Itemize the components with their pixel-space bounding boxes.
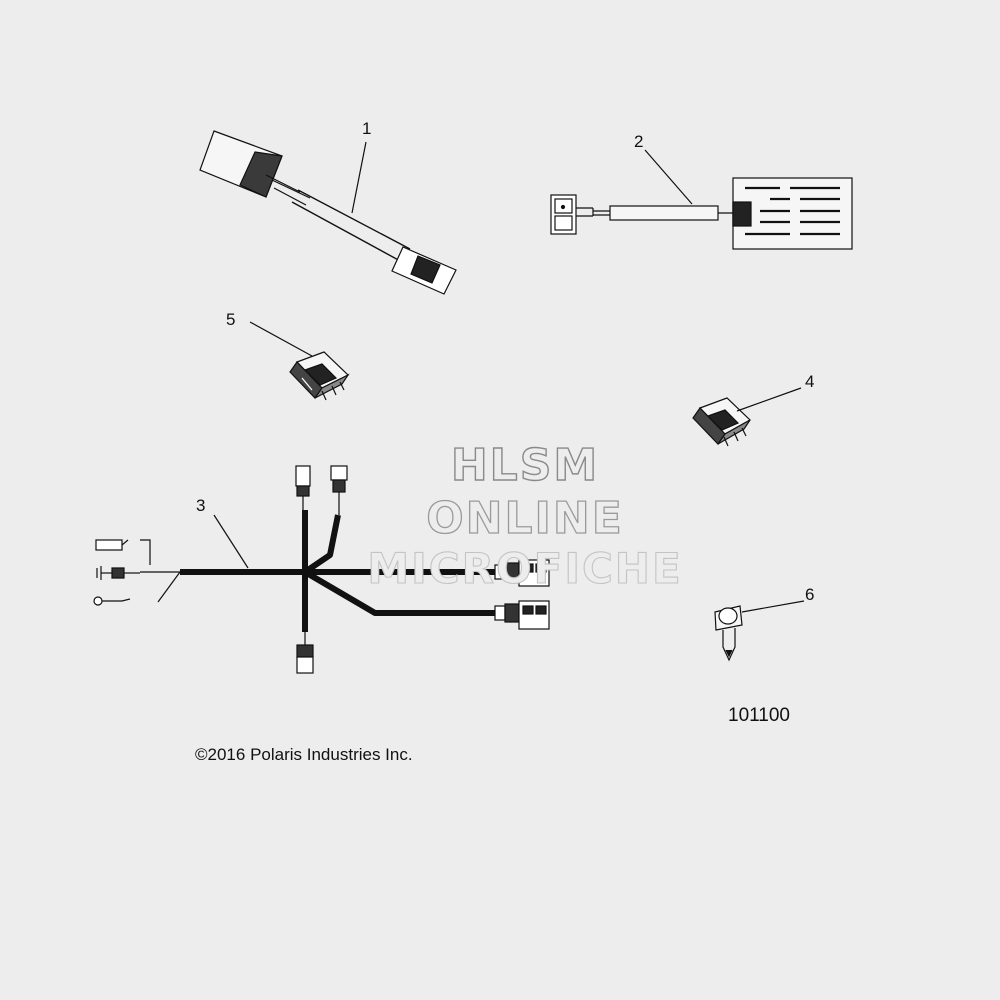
part-1-adapter-harness — [199, 130, 457, 295]
callout-5: 5 — [226, 310, 236, 329]
part-6-switch — [714, 605, 743, 662]
callout-4: 4 — [805, 372, 815, 391]
watermark-line-1: HLSM — [450, 439, 600, 491]
part-4-rocker-switch — [692, 397, 752, 447]
leader-5 — [249, 321, 313, 357]
watermark-line-3: MICROFICHE — [367, 543, 683, 593]
leader-6 — [741, 600, 805, 613]
leader-1 — [351, 141, 367, 214]
callout-6: 6 — [805, 585, 815, 604]
part-3-main-harness — [93, 465, 550, 674]
callout-1: 1 — [362, 119, 372, 138]
callout-3: 3 — [196, 496, 206, 515]
part-2-switch-harness — [550, 177, 853, 250]
leader-2 — [644, 149, 693, 205]
leader-3 — [213, 514, 249, 569]
leader-4 — [736, 387, 802, 412]
diagram-number: 101100 — [728, 705, 790, 726]
watermark-line-2: ONLINE — [426, 492, 624, 544]
callout-2: 2 — [634, 132, 644, 151]
part-5-rocker-switch — [289, 351, 350, 401]
copyright-notice: ©2016 Polaris Industries Inc. — [195, 745, 413, 764]
